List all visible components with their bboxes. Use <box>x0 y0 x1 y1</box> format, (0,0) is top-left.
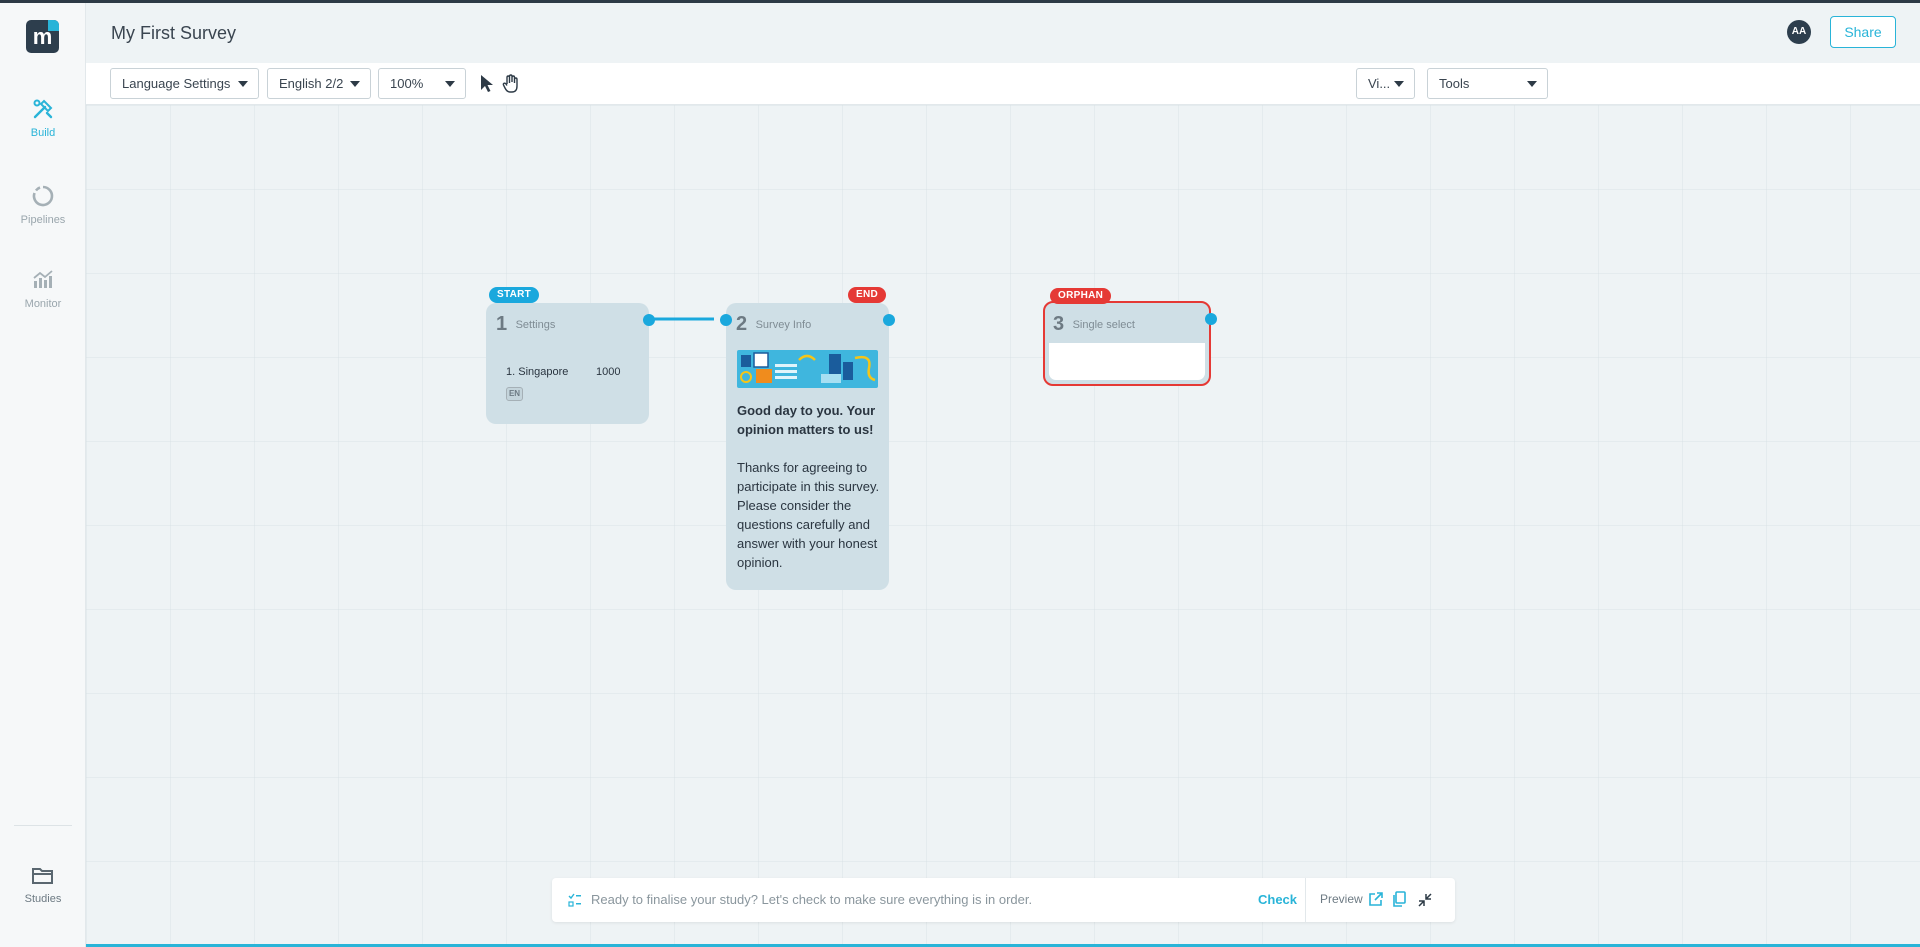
top-border <box>0 0 1920 3</box>
node-number: 1 <box>496 313 508 335</box>
copy-icon[interactable] <box>1392 891 1407 907</box>
pointer-icon[interactable] <box>479 74 497 94</box>
build-icon <box>33 99 53 119</box>
orphan-badge: ORPHAN <box>1050 288 1112 304</box>
survey-text: Thanks for agreeing to participate in th… <box>737 460 880 570</box>
hand-icon[interactable] <box>502 74 520 94</box>
bottom-border <box>86 944 1920 947</box>
bar-divider <box>1305 878 1306 922</box>
header: My First Survey AA Share <box>86 3 1920 63</box>
share-button[interactable]: Share <box>1830 16 1896 48</box>
dropdown-label: 100% <box>390 76 424 91</box>
dropdown-label: Tools <box>1439 76 1470 91</box>
monitor-icon <box>33 270 53 288</box>
pipelines-icon <box>32 185 54 207</box>
node-label: Survey Info <box>755 318 812 331</box>
node-survey-info[interactable]: END 2 Survey Info Good day to you. Your … <box>720 287 895 590</box>
finalise-message: Ready to finalise your study? Let's chec… <box>591 892 1033 907</box>
quota-value: 1000 <box>596 366 621 378</box>
sidebar-item-label: Monitor <box>24 298 62 310</box>
external-link-icon[interactable] <box>1368 892 1383 907</box>
checklist-icon <box>568 893 581 907</box>
dropdown-label: Language Settings <box>122 76 231 91</box>
logo-letter: m <box>32 24 53 49</box>
output-port[interactable] <box>643 314 655 326</box>
check-button[interactable]: Check <box>1258 892 1298 907</box>
node-number: 3 <box>1053 313 1065 335</box>
preview-label: Preview <box>1320 892 1363 906</box>
input-port[interactable] <box>720 314 732 326</box>
sidebar-item-label: Build <box>30 127 56 139</box>
node-header: 1 Settings <box>496 313 555 336</box>
chevron-down-icon <box>238 81 248 87</box>
collapse-icon[interactable] <box>1418 893 1432 907</box>
sidebar-item-build[interactable]: Build <box>0 97 86 139</box>
node-label: Single select <box>1072 318 1135 331</box>
toolbar: Language Settings English 2/2 100% Vi...… <box>86 63 1920 105</box>
sidebar-item-label: Studies <box>24 893 62 905</box>
node-header: 2 Survey Info <box>736 313 811 336</box>
app-logo[interactable]: m <box>26 20 59 53</box>
sidebar-item-monitor[interactable]: Monitor <box>0 268 86 310</box>
zoom-dropdown[interactable]: 100% <box>378 68 466 99</box>
chevron-down-icon <box>350 81 360 87</box>
sidebar: m Build Pipelines Monitor <box>0 3 86 947</box>
node-header: 3 Single select <box>1053 313 1135 336</box>
quota-country: 1. Singapore <box>506 366 569 378</box>
chevron-down-icon <box>1527 81 1537 87</box>
finalise-bar: Ready to finalise your study? Let's chec… <box>552 878 1455 922</box>
node-label: Settings <box>515 318 556 331</box>
survey-info-content: Good day to you. Your opinion matters to… <box>737 401 887 572</box>
dropdown-label: English 2/2 <box>279 76 344 91</box>
survey-heading: Good day to you. Your opinion matters to… <box>737 403 876 437</box>
language-settings-dropdown[interactable]: Language Settings <box>110 68 259 99</box>
survey-banner-image <box>737 350 878 388</box>
language-dropdown[interactable]: English 2/2 <box>267 68 371 99</box>
sidebar-item-label: Pipelines <box>20 214 66 226</box>
node-content-area <box>1049 343 1205 380</box>
sidebar-divider <box>14 825 72 826</box>
folder-icon <box>32 868 53 884</box>
end-badge: END <box>847 287 886 303</box>
chevron-down-icon <box>1394 81 1404 87</box>
sidebar-item-studies[interactable]: Studies <box>0 865 86 905</box>
avatar[interactable]: AA <box>1787 20 1811 44</box>
sidebar-item-pipelines[interactable]: Pipelines <box>0 184 86 226</box>
connector-line <box>648 317 714 321</box>
page-title: My First Survey <box>111 23 237 43</box>
view-dropdown[interactable]: Vi... <box>1356 68 1415 99</box>
node-settings[interactable]: START 1 Settings 1. Singapore 1000 EN <box>486 287 655 424</box>
tools-dropdown[interactable]: Tools <box>1427 68 1548 99</box>
node-single-select[interactable]: ORPHAN 3 Single select <box>1043 288 1217 386</box>
logo-corner <box>48 20 59 31</box>
output-port[interactable] <box>1205 313 1217 325</box>
chevron-down-icon <box>445 81 455 87</box>
node-number: 2 <box>736 313 748 335</box>
start-badge: START <box>489 287 540 303</box>
dropdown-label: Vi... <box>1368 76 1391 91</box>
output-port[interactable] <box>883 314 895 326</box>
flow-canvas[interactable]: START 1 Settings 1. Singapore 1000 EN EN… <box>86 105 1920 944</box>
language-tag: EN <box>506 387 523 401</box>
